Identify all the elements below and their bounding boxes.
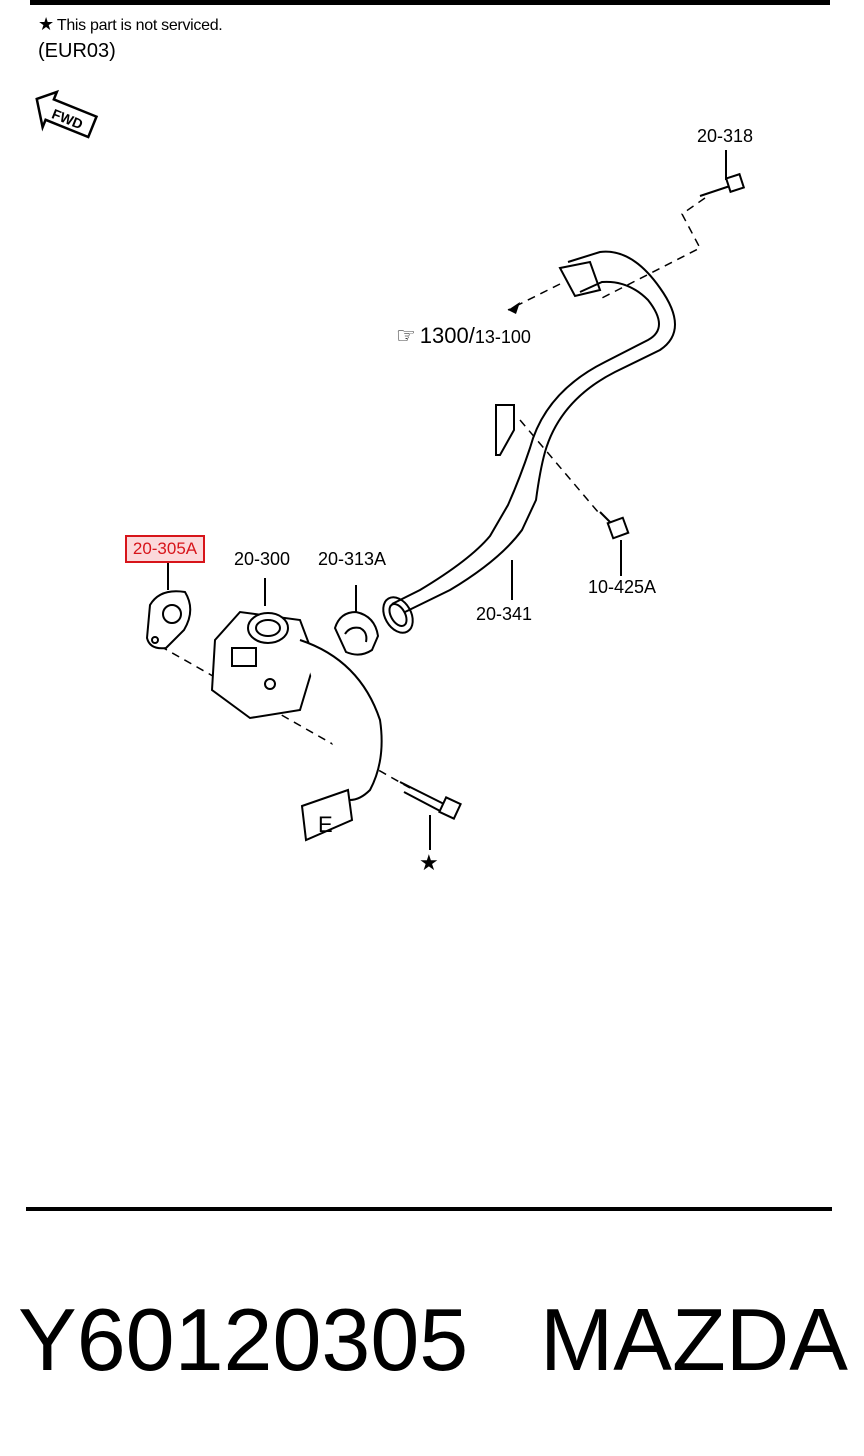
- fwd-arrow-icon: FWD: [35, 89, 99, 139]
- bottom-rule: [26, 1207, 832, 1211]
- top-rule: [30, 0, 830, 5]
- not-serviced-star-icon: ★: [419, 850, 439, 875]
- svg-text:E: E: [318, 812, 333, 837]
- reference-1300: ☞1300/13-100: [396, 323, 531, 349]
- gasket-20-305a: [145, 560, 192, 650]
- label-20-305a-highlighted[interactable]: 20-305A: [125, 535, 205, 563]
- bolt-10-425a: [599, 511, 630, 576]
- part-number: Y60120305: [18, 1290, 469, 1389]
- star-icon: ★: [38, 14, 54, 34]
- pointing-hand-icon: ☞: [396, 323, 416, 348]
- label-10-425a: 10-425A: [588, 577, 657, 597]
- bolt-not-serviced: [399, 781, 462, 850]
- egr-pipe-20-341: [382, 250, 676, 634]
- bolt-20-318: [699, 150, 746, 197]
- ref-separator: /: [468, 323, 475, 348]
- label-20-300: 20-300: [234, 549, 291, 569]
- service-note-text: This part is not serviced.: [56, 17, 223, 34]
- egr-valve-20-300: E: [210, 578, 383, 842]
- brand-name: MAZDA: [540, 1290, 848, 1389]
- label-20-318: 20-318: [697, 126, 754, 146]
- ref-sub: 13-100: [474, 327, 531, 347]
- label-20-341: 20-341: [476, 604, 533, 624]
- label-20-313a: 20-313A: [318, 549, 387, 569]
- ref-main: 1300: [419, 323, 469, 348]
- clamp-20-313a: [333, 585, 380, 656]
- variant-code: (EUR03): [38, 40, 116, 62]
- service-note: ★This part is not serviced.: [38, 14, 223, 35]
- footer-caption: Y60120305 MAZDA: [18, 1290, 848, 1390]
